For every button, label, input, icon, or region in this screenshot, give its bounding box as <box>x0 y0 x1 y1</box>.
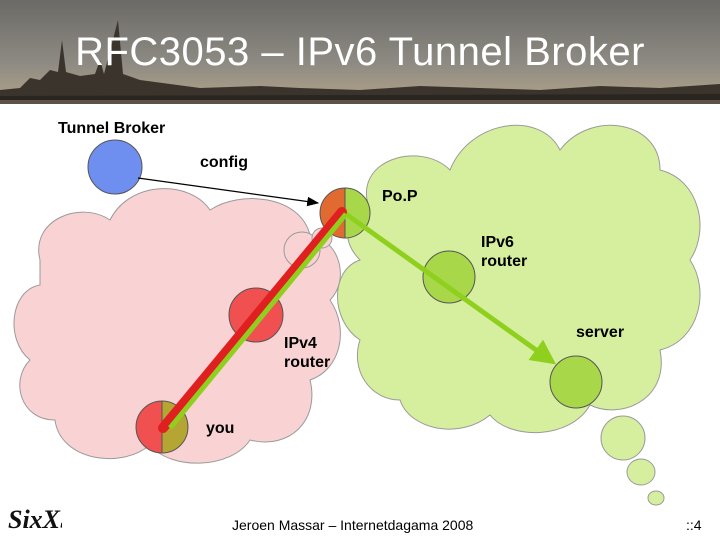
server-label: server <box>576 324 625 341</box>
ipv6-cloud <box>337 124 701 434</box>
ipv4-cloud <box>13 188 341 464</box>
slide-title: RFC3053 – IPv6 Tunnel Broker <box>75 30 645 74</box>
ipv4-path <box>158 207 347 433</box>
tunnel-broker-label: Tunnel Broker <box>58 120 166 137</box>
ipv6-cloud-puff-small <box>647 490 665 506</box>
ipv6-router-node <box>422 250 476 304</box>
you-label: you <box>206 420 235 437</box>
server-node <box>549 355 603 409</box>
ipv6-cloud-puff-medium <box>626 458 656 486</box>
config-label: config <box>200 154 248 171</box>
ipv6-tunnel <box>168 212 348 430</box>
footer-text: Jeroen Massar – Internetdagama 2008 <box>232 517 474 533</box>
pop-label: Po.P <box>382 188 418 205</box>
ipv6-cloud-puff-large <box>600 415 646 461</box>
config-arrow <box>137 177 320 207</box>
sixxs-logo: SixXS <box>8 505 62 534</box>
tunnel-broker-node <box>87 139 143 195</box>
page-number: ::4 <box>686 517 702 533</box>
ipv4-router-label: IPv4 router <box>284 335 331 371</box>
skyline-background <box>0 0 720 104</box>
svg-text:SixXS: SixXS <box>8 505 62 534</box>
ipv6-route-arrow <box>344 211 557 365</box>
ipv6-router-label: IPv6 router <box>481 234 528 270</box>
header-banner: RFC3053 – IPv6 Tunnel Broker <box>0 0 720 104</box>
